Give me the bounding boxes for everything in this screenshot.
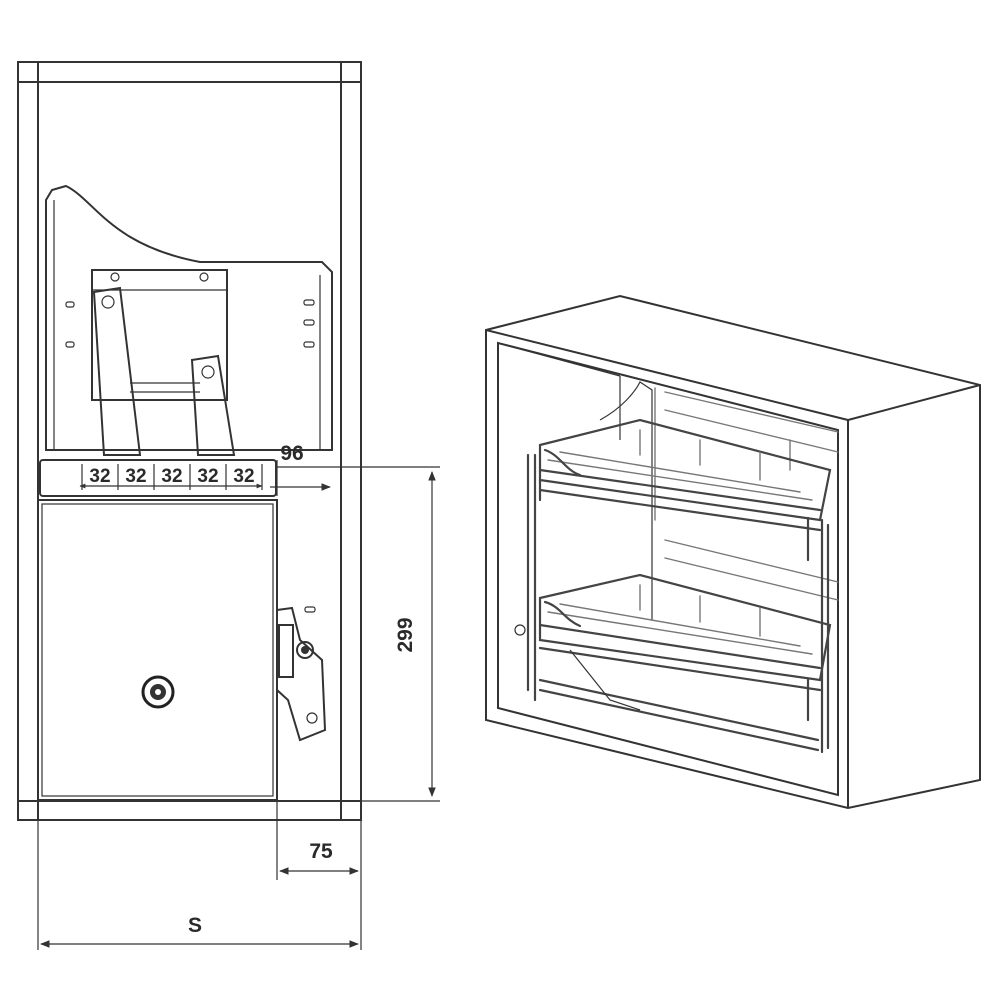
top-rail: [39, 459, 277, 497]
pivot-icon: [514, 624, 526, 636]
hole-markers: [81, 464, 263, 490]
lift-arm-right: [190, 354, 236, 456]
side-bracket: [45, 184, 333, 451]
width-dimension: S: [188, 914, 202, 937]
front-panel: [37, 499, 278, 801]
knob-icon: [141, 675, 175, 709]
hole-spacing-3: 32: [161, 466, 182, 487]
offset-dimension: 96: [280, 442, 303, 465]
iso-side-bracket: [599, 381, 653, 620]
cabinet-outline: [17, 61, 362, 821]
side-offset-dimension: 75: [309, 840, 333, 863]
hole-spacing-2: 32: [125, 466, 146, 487]
height-dimension: 299: [394, 617, 417, 652]
rear-wire-frame: [654, 387, 839, 601]
cabinet-box: [485, 294, 981, 810]
lift-arm-left: [92, 286, 142, 456]
front-view: 32 32 32 32 32 96 299 75 S: [17, 61, 440, 950]
mechanism-plate: [91, 269, 228, 401]
hole-spacing-5: 32: [233, 466, 254, 487]
hinge-bracket: [276, 606, 327, 742]
hole-spacing-1: 32: [89, 466, 110, 487]
upper-basket: [538, 418, 832, 562]
lower-basket: [538, 573, 832, 752]
isometric-view: [485, 294, 981, 810]
hole-spacing-4: 32: [197, 466, 218, 487]
